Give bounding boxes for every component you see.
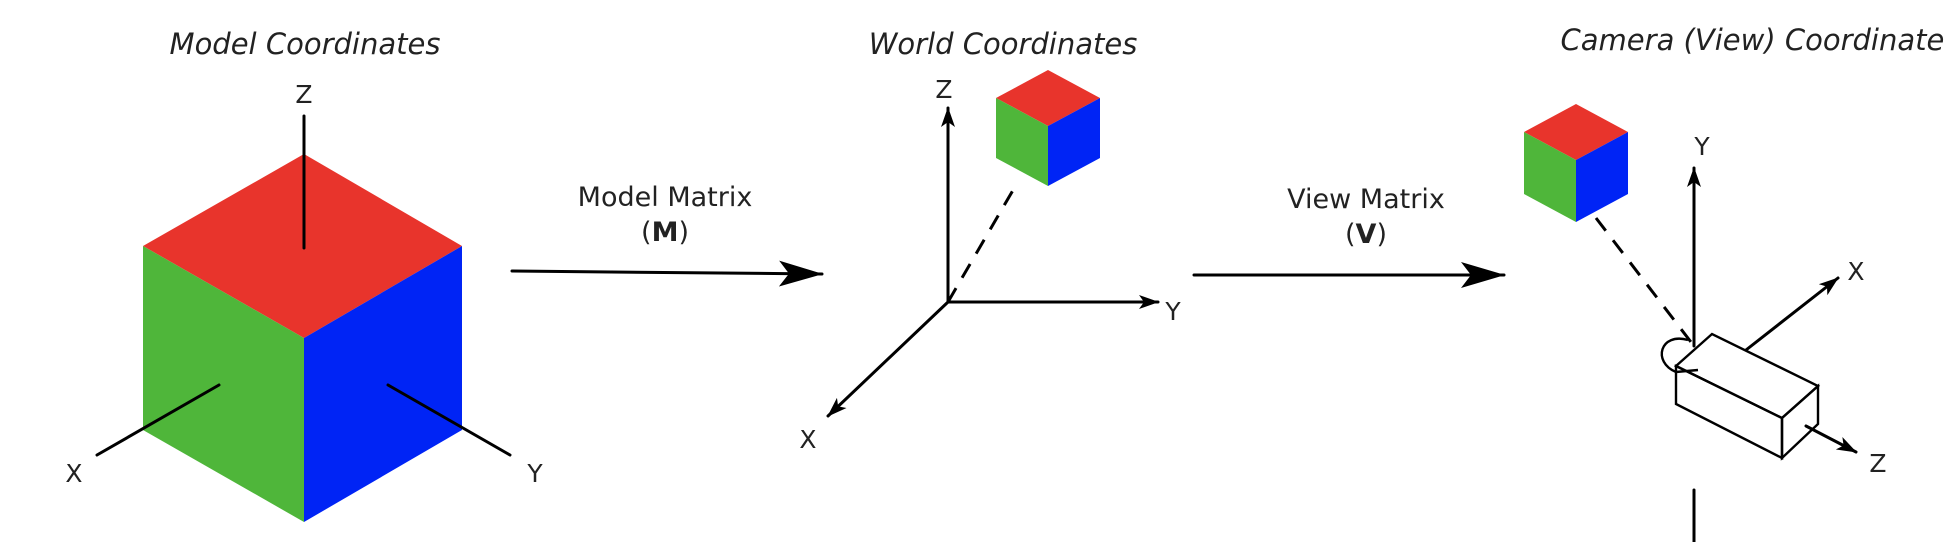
world-cube-left-face bbox=[996, 98, 1048, 186]
model-matrix-name: Model Matrix bbox=[578, 182, 753, 213]
world-axes bbox=[826, 106, 1160, 418]
camera-coordinates-panel: Camera (View) Coordinates Y X Z bbox=[1524, 23, 1944, 542]
camera-y-label: Y bbox=[1693, 132, 1710, 161]
model-axes bbox=[95, 114, 512, 457]
view-matrix-symbol-label: (V) bbox=[1345, 219, 1387, 250]
model-y-axis bbox=[386, 383, 512, 457]
model-matrix-transform: Model Matrix (M) bbox=[510, 182, 824, 287]
world-z-label: Z bbox=[935, 75, 952, 104]
model-cube-right-face bbox=[304, 246, 462, 522]
view-matrix-symbol: V bbox=[1356, 219, 1377, 250]
world-cube bbox=[996, 70, 1100, 186]
model-matrix-symbol-label: (M) bbox=[641, 217, 689, 248]
camera-cube-right-face bbox=[1576, 132, 1628, 222]
camera-body-side bbox=[1674, 364, 1784, 460]
camera-z-axis bbox=[1804, 424, 1858, 454]
view-matrix-transform: View Matrix (V) bbox=[1192, 184, 1506, 288]
camera-cube-connector bbox=[1594, 217, 1696, 347]
view-matrix-name: View Matrix bbox=[1287, 184, 1445, 215]
camera-cube-left-face bbox=[1524, 132, 1576, 222]
world-x-axis bbox=[826, 300, 950, 418]
camera-body-front bbox=[1780, 383, 1820, 461]
camera-x-axis bbox=[1744, 276, 1840, 352]
world-cube-right-face bbox=[1048, 98, 1100, 186]
model-matrix-arrow bbox=[510, 260, 824, 287]
world-coordinates-panel: World Coordinates Z Y X bbox=[799, 27, 1181, 454]
camera-x-label: X bbox=[1847, 257, 1864, 286]
model-cube-left-face bbox=[143, 246, 304, 522]
model-coordinates-title: Model Coordinates bbox=[170, 27, 441, 61]
model-z-label: Z bbox=[295, 80, 312, 109]
model-matrix-symbol: M bbox=[652, 217, 679, 248]
world-x-label: X bbox=[799, 425, 816, 454]
world-cube-connector bbox=[946, 184, 1018, 303]
model-y-label: Y bbox=[526, 459, 543, 488]
model-coordinates-panel: Model Coordinates Z X Y bbox=[65, 27, 543, 522]
world-y-label: Y bbox=[1164, 297, 1181, 326]
world-coordinates-title: World Coordinates bbox=[869, 27, 1138, 61]
model-x-axis bbox=[95, 383, 221, 457]
model-x-label: X bbox=[65, 459, 82, 488]
camera-icon bbox=[1660, 332, 1821, 461]
camera-coordinates-title: Camera (View) Coordinates bbox=[1561, 23, 1944, 57]
camera-z-label: Z bbox=[1869, 449, 1886, 478]
camera-axes bbox=[1687, 166, 1858, 542]
camera-space-cube bbox=[1524, 104, 1628, 222]
model-cube bbox=[143, 154, 462, 522]
